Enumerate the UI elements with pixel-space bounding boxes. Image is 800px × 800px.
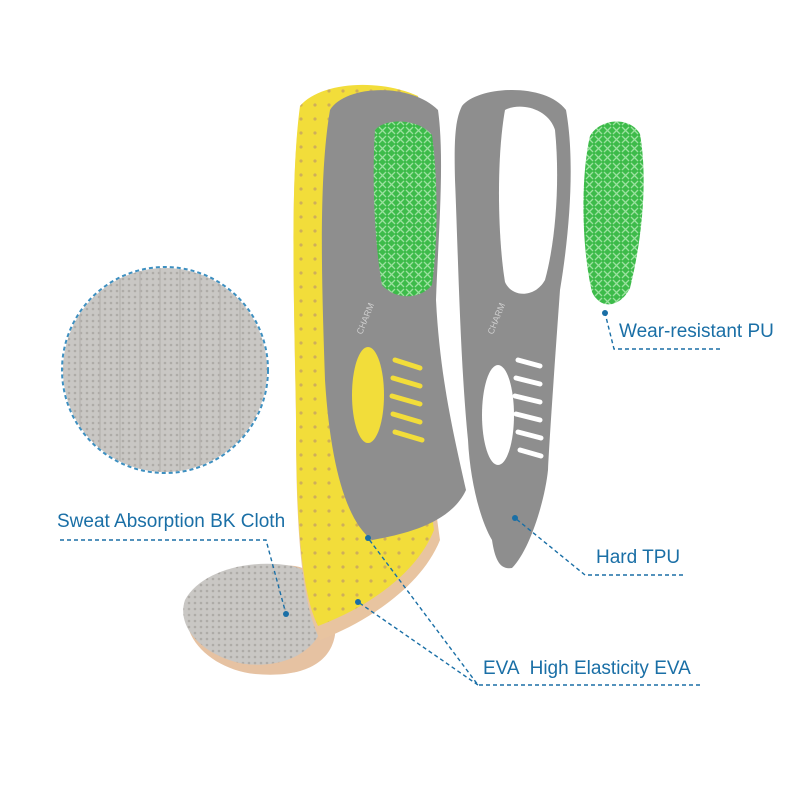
label-eva: EVA <box>483 658 520 679</box>
label-wear-resistant-pu: Wear-resistant PU <box>619 321 774 342</box>
peeled-cloth-layer <box>183 563 335 675</box>
cloth-zoom-circle <box>61 266 269 474</box>
leader-eva-1 <box>367 537 700 686</box>
leader-eva-2 <box>357 601 479 686</box>
leader-tpu <box>514 517 683 576</box>
label-sweat-absorption-cloth: Sweat Absorption BK Cloth <box>57 511 286 532</box>
wear-resistant-pu-pad <box>583 121 644 305</box>
leader-lines <box>60 312 720 686</box>
leader-wear <box>604 312 720 350</box>
label-eva-group: EVA High Elasticity EVA <box>483 658 691 680</box>
label-hard-tpu: Hard TPU <box>596 547 681 568</box>
label-high-elasticity-eva: High Elasticity EVA <box>529 658 691 679</box>
leader-sweat <box>60 539 287 615</box>
hard-tpu-shell: CHARM <box>454 90 571 569</box>
leader-dots <box>283 310 608 617</box>
assembled-gray-shell: CHARM <box>321 90 466 541</box>
